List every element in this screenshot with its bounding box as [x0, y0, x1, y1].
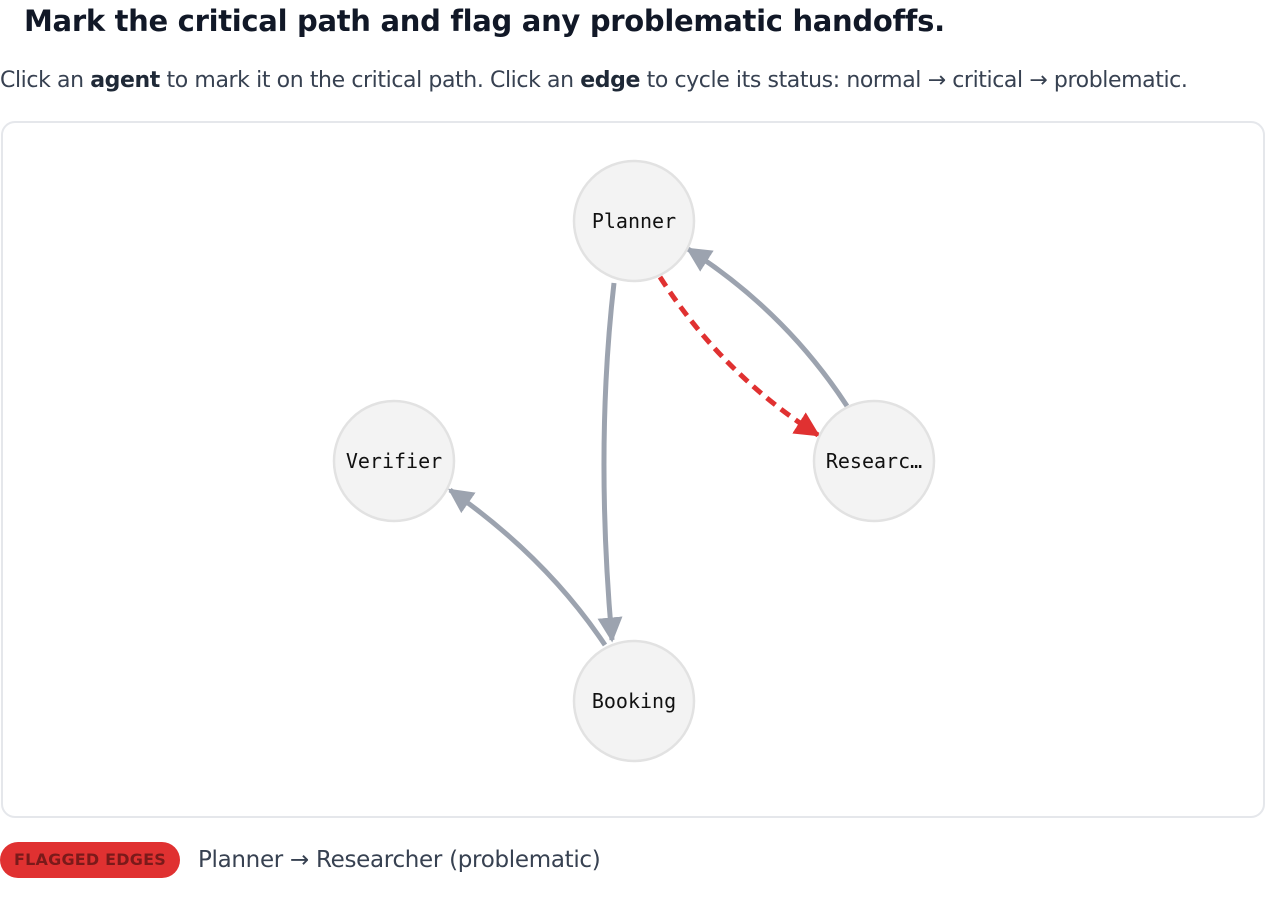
agent-node-booking[interactable]: Booking	[572, 639, 696, 763]
flagged-edge-item: Planner → Researcher (problematic)	[197, 847, 601, 873]
agent-node-circle	[332, 399, 456, 523]
agent-node-circle	[812, 399, 936, 523]
instructions-agent-word: agent	[90, 68, 160, 93]
instructions: Click an agent to mark it on the critica…	[0, 68, 1188, 93]
agent-node-label: Planner	[592, 209, 676, 233]
instructions-edge-word: edge	[580, 68, 640, 93]
edge-planner-to-researcher[interactable]	[657, 275, 821, 438]
edge-planner-to-booking[interactable]	[597, 282, 623, 643]
flagged-edges-summary: FLAGGED EDGES Planner → Researcher (prob…	[0, 841, 601, 879]
page-title: Mark the critical path and flag any prob…	[24, 4, 945, 38]
agent-node-planner[interactable]: Planner	[572, 159, 696, 283]
agent-node-circle	[572, 159, 696, 283]
instructions-text-2: to mark it on the critical path. Click a…	[159, 68, 581, 93]
instructions-text-1: Click an	[0, 68, 91, 93]
edge-booking-to-verifier[interactable]	[447, 487, 608, 647]
agent-node-circle	[572, 639, 696, 763]
instructions-text-3: to cycle its status: normal → critical →…	[640, 68, 1188, 93]
flagged-edges-badge: FLAGGED EDGES	[0, 842, 180, 878]
edge-researcher-to-planner[interactable]	[685, 246, 850, 408]
agent-node-label: Verifier	[346, 449, 442, 473]
agent-node-label: Booking	[592, 689, 676, 713]
agent-node-verifier[interactable]: Verifier	[332, 399, 456, 523]
agent-node-researcher[interactable]: Researc…	[812, 399, 936, 523]
agent-node-label: Researc…	[826, 449, 922, 473]
